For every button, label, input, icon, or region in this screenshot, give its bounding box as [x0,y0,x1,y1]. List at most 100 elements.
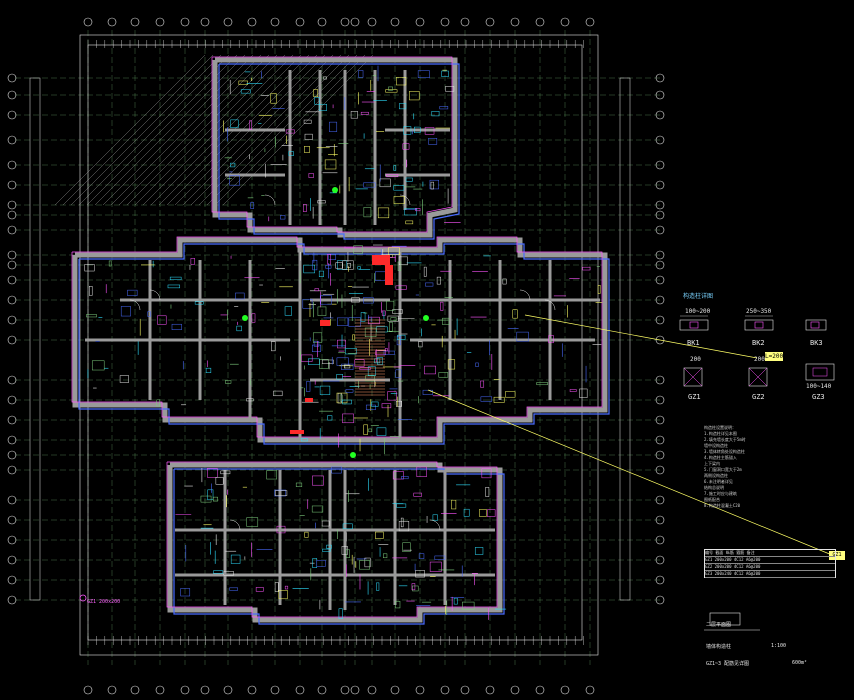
detail-box [416,466,427,477]
detail-box [336,374,343,380]
detail-box [89,286,93,296]
section-label-gz1: GZ1 [688,393,701,401]
section-bk1-core [689,321,699,329]
detail-box [395,369,402,378]
detail-box [475,362,479,367]
detail-box [317,306,327,316]
red-marker [305,398,313,402]
detail-box [434,555,446,560]
detail-box [402,542,411,552]
section-label-bk2: BK2 [752,339,765,347]
detail-box [250,202,255,209]
detail-box [396,336,401,346]
axis-bubble [655,435,665,445]
detail-box [119,375,129,383]
detail-box [390,317,397,322]
detail-box [392,471,404,480]
detail-box [480,380,485,388]
footer-detail [709,612,741,626]
axis-bubble [655,535,665,545]
axis-bubble [223,685,233,695]
dimension-bar [619,77,631,601]
axis-bubble [655,250,665,260]
table-row: GZ1 200x200 4C12 A6@200 [705,557,835,564]
detail-box [375,531,384,539]
detail-box [345,348,357,355]
detail-box [413,492,422,497]
detail-box [275,490,288,496]
dimension-rect [79,34,599,656]
axis-bubble [7,535,17,545]
detail-box [386,300,395,311]
detail-box [341,546,348,555]
detail-box [336,357,349,366]
axis-bubble [155,17,165,27]
section-dim-gz1: 200 [690,356,701,363]
note-line: 5.门窗洞口宽大于2m [704,467,742,472]
axis-bubble [655,465,665,475]
hatch-line [70,54,222,206]
detail-box [308,173,314,178]
detail-box [388,247,400,255]
detail-box [295,482,303,487]
detail-box [376,427,387,436]
section-gz3 [805,363,835,381]
axis-bubble [655,275,665,285]
detail-box [462,601,475,610]
axis-bubble [295,685,305,695]
note-line: 6.未注明者详见 [704,479,733,484]
detail-box [322,548,331,552]
detail-box [205,367,212,373]
axis-bubble [130,685,140,695]
detail-box [363,297,374,304]
axis-bubble [7,315,17,325]
axis-bubble [7,210,17,220]
door-swing [399,194,411,206]
detail-box [388,86,393,91]
detail-box [387,391,397,401]
axis-bubble [247,685,257,695]
detail-box [447,359,456,370]
detail-box [445,86,455,92]
axis-bubble [485,685,495,695]
detail-box [312,332,323,343]
detail-box [200,495,212,503]
detail-box [403,126,412,135]
detail-box [597,285,601,294]
axis-bubble [560,685,570,695]
detail-box [319,359,329,369]
dimension-frame [29,34,631,656]
lower-wing-wall [167,462,503,623]
axis-bubble [7,450,17,460]
detail-box [451,499,457,510]
axis-bubble [655,495,665,505]
detail-box [335,262,343,269]
detail-box [108,260,112,267]
detail-box [319,385,331,395]
door-swing [264,194,276,206]
detail-box [579,388,588,398]
upper-wing-outline [218,63,460,240]
detail-box [402,143,410,150]
detail-box [485,486,490,497]
detail-box [319,295,332,305]
axis-bubble [7,575,17,585]
axis-grid [7,17,665,695]
detail-box [207,489,214,501]
section-gz1 [683,367,703,387]
axis-bubble [317,685,327,695]
detail-box [359,560,370,570]
detail-box [285,129,295,134]
table-row: GZ2 200x200 4C12 A6@200 [705,564,835,571]
upper-wing-wall [212,57,458,238]
detail-box [405,177,413,182]
axis-bubble [7,250,17,260]
highlight-badge[interactable]: L=200 [765,352,784,361]
detail-box [341,363,354,370]
detail-box [342,523,353,530]
leader-pin[interactable]: GZ1 [829,551,845,560]
detail-box [424,127,435,135]
detail-box [215,477,224,485]
detail-box [313,341,320,347]
